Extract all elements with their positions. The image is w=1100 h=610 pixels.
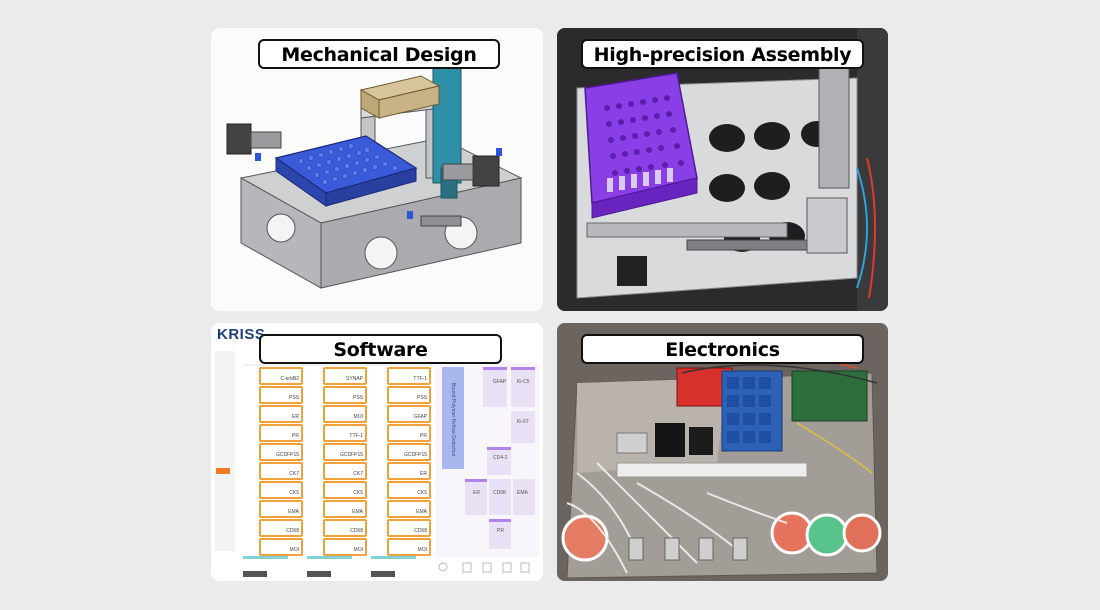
panel-label: Ki-C5 (517, 379, 530, 385)
sample-cell[interactable]: CK5 (259, 481, 303, 499)
high-precision-assembly-tile: High-precision Assembly (557, 28, 888, 311)
electronics-tile: Electronics (557, 323, 888, 581)
sample-cell[interactable]: TTF-1 (387, 367, 431, 385)
software-background (215, 351, 539, 577)
sample-cell[interactable]: GCDFP15 (387, 443, 431, 461)
electronics-photo-illustration (557, 323, 888, 581)
sample-cell[interactable]: PR (259, 424, 303, 442)
panel-label: CD68 (493, 490, 506, 496)
sample-cell[interactable]: CD68 (259, 519, 303, 537)
mechanical-design-label: Mechanical Design (258, 39, 500, 69)
panel-label: Ki-67 (517, 419, 529, 425)
sample-cell[interactable]: MOI (323, 405, 367, 423)
sample-cell[interactable]: CD68 (323, 519, 367, 537)
sample-cell[interactable]: C-erbB2 (259, 367, 303, 385)
panel-label: PR (497, 528, 504, 534)
sample-cell[interactable]: ER (387, 462, 431, 480)
reflow-detection-panel-title: Bound Polymer Reflow Detection (450, 383, 456, 457)
sample-cell[interactable]: EMA (259, 500, 303, 518)
panel-label: EMA (517, 490, 528, 496)
high-precision-assembly-label: High-precision Assembly (581, 39, 864, 69)
sample-cell[interactable]: SYNAP (323, 367, 367, 385)
software-label: Software (259, 334, 502, 364)
mechanical-design-illustration (226, 57, 523, 289)
sample-cell[interactable]: PR (387, 424, 431, 442)
sample-cell[interactable]: CK5 (387, 481, 431, 499)
assembly-photo-illustration (557, 28, 888, 311)
sample-cell[interactable]: GCDFP15 (259, 443, 303, 461)
software-tile: KRISS C-erbB2 PSS ER PR GC (211, 323, 543, 581)
panel-label: GFAP (493, 379, 507, 385)
mechanical-design-tile: Mechanical Design (211, 28, 543, 311)
sample-cell[interactable]: CK7 (259, 462, 303, 480)
sample-cell[interactable]: CD68 (387, 519, 431, 537)
sample-cell[interactable]: CK5 (323, 481, 367, 499)
sample-cell[interactable]: PSS (323, 386, 367, 404)
sample-cell[interactable]: GCDFP15 (323, 443, 367, 461)
sample-cell[interactable]: ER (259, 405, 303, 423)
sample-cell[interactable]: MOI (387, 538, 431, 556)
sample-cell[interactable]: EMA (387, 500, 431, 518)
sample-cell[interactable]: MOI (259, 538, 303, 556)
sample-cell[interactable]: PSS (259, 386, 303, 404)
panel-label: ER (473, 490, 480, 496)
sample-cell[interactable]: GFAP (387, 405, 431, 423)
sample-cell[interactable]: CK7 (323, 462, 367, 480)
sample-cell[interactable]: TTF-1 (323, 424, 367, 442)
sample-cell[interactable]: EMA (323, 500, 367, 518)
electronics-label: Electronics (581, 334, 864, 364)
sample-cell[interactable]: MOI (323, 538, 367, 556)
panel-label: CD4-2 (493, 455, 508, 461)
sample-cell[interactable]: PSS (387, 386, 431, 404)
kriss-logo: KRISS (217, 326, 266, 343)
